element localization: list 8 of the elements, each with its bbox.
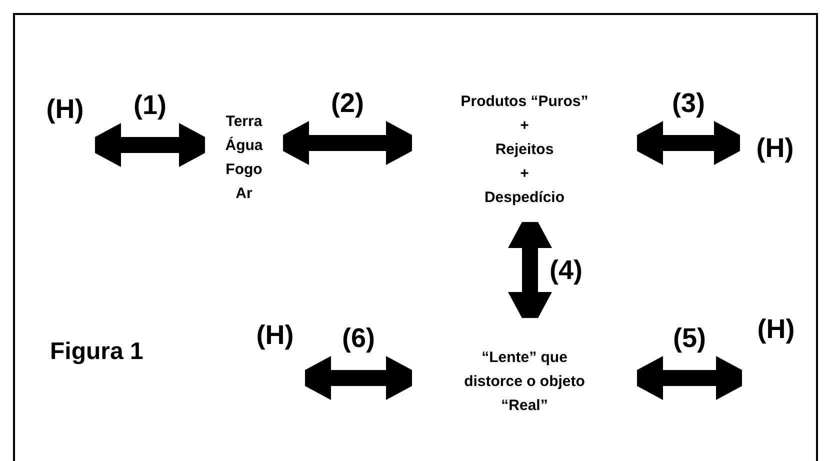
node-text: Terra Água Fogo Ar: [225, 112, 263, 204]
node-text: “Lente” que distorce o objeto “Real”: [464, 348, 585, 416]
node-symbol-label: (H): [756, 132, 794, 165]
node-symbol-label: (H): [46, 93, 84, 126]
figure-caption: Figura 1: [50, 338, 144, 366]
node-text: Produtos “Puros” + Rejeitos + Despedício: [460, 92, 588, 208]
node-symbol-label: (H): [757, 313, 795, 346]
node-symbol-label: (H): [256, 319, 294, 352]
